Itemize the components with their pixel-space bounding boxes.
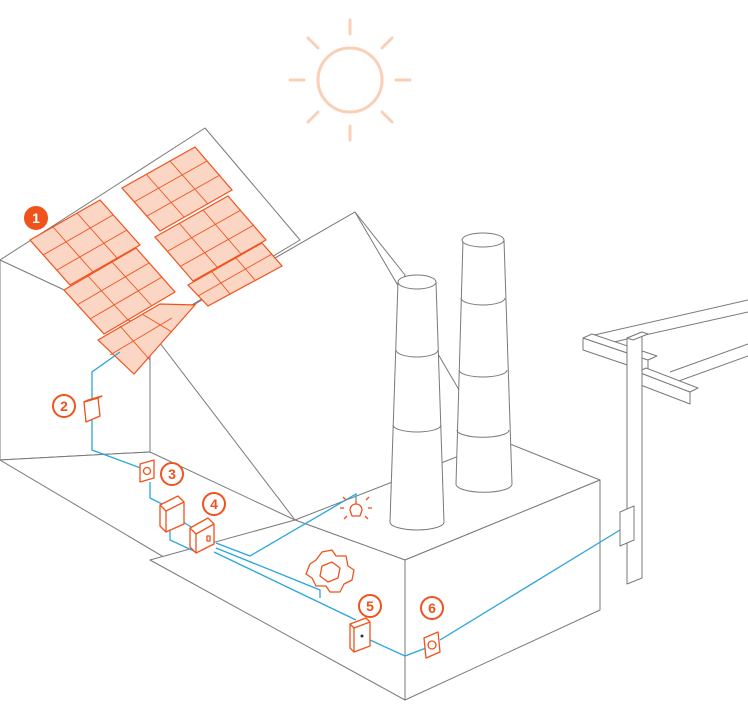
utility-pole-icon	[582, 299, 748, 585]
device-4-inverter	[159, 495, 215, 554]
marker-4-label: 4	[210, 496, 218, 512]
device-3-meter	[139, 459, 155, 483]
gear-icon	[305, 549, 355, 593]
sun-icon	[288, 18, 412, 142]
solar-panel	[63, 247, 176, 335]
marker-6-label: 6	[428, 600, 436, 616]
marker-5-label: 5	[366, 598, 374, 614]
solar-panel	[97, 303, 197, 375]
marker-4: 4	[202, 492, 226, 516]
device-5-disconnect	[349, 617, 371, 653]
marker-3: 3	[160, 462, 184, 486]
marker-1-label: 1	[32, 210, 40, 226]
marker-5: 5	[358, 594, 382, 618]
solar-panel	[29, 199, 141, 286]
lightbulb-icon	[340, 496, 372, 520]
wiring	[91, 351, 621, 657]
marker-2: 2	[52, 394, 76, 418]
chimney-right	[455, 232, 513, 493]
solar-panel	[154, 195, 267, 282]
solar-array	[29, 146, 283, 375]
marker-2-label: 2	[60, 398, 68, 414]
device-2-junction-box	[83, 395, 103, 423]
marker-3-label: 3	[168, 466, 176, 482]
solar-panel	[121, 146, 233, 232]
chimney-left	[389, 274, 445, 531]
solar-panel	[187, 242, 283, 307]
device-6-grid-meter	[423, 631, 441, 659]
marker-6: 6	[420, 596, 444, 620]
marker-1: 1	[24, 206, 48, 230]
